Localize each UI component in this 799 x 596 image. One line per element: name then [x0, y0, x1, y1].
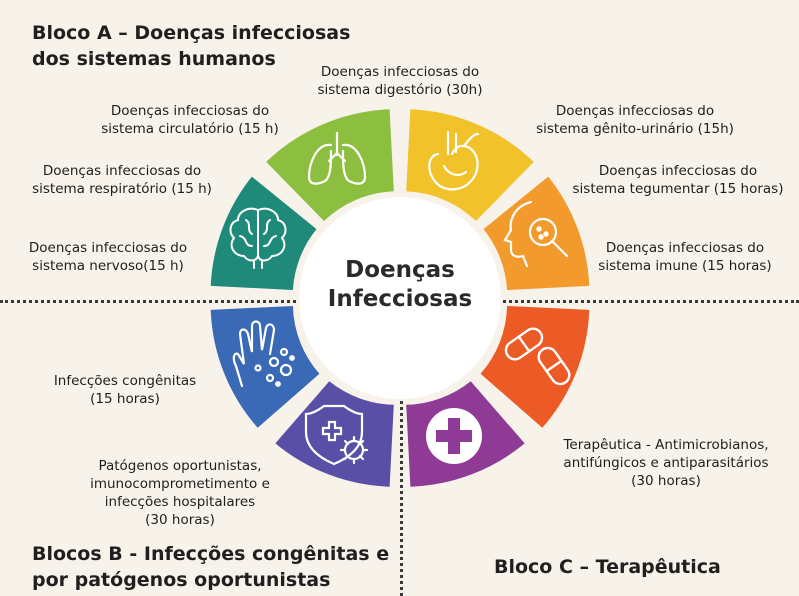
- label-respiratorio-line-2: sistema respiratório (15 h): [32, 181, 212, 197]
- label-circulatorio-line-1: Doenças infecciosas do: [110, 103, 270, 119]
- divider-vertical: [400, 300, 403, 596]
- block-b-line-2: por patógenos oportunistas: [32, 569, 331, 591]
- block-a-line-2: dos sistemas humanos: [32, 48, 276, 70]
- segment-blue: [210, 306, 320, 428]
- face-magnifier-icon: [503, 200, 569, 268]
- label-genito: Doenças infecciosas do sistema gênito-ur…: [520, 102, 750, 138]
- shield-virus-icon: [304, 404, 369, 466]
- label-oportunistas-line-2: imunocomprometimento e: [90, 476, 270, 492]
- block-b-title: Blocos B - Infecções congênitas e por pa…: [32, 541, 389, 593]
- label-tegumentar-line-1: Doenças infecciosas do: [598, 163, 758, 179]
- segments: [210, 109, 590, 487]
- label-terapeutica-line-3: (30 horas): [631, 473, 701, 489]
- label-tegumentar-line-2: sistema tegumentar (15 horas): [572, 181, 784, 197]
- block-c-title: Bloco C – Terapêutica: [494, 556, 721, 578]
- center-title-line-2: Infecciosas: [327, 286, 473, 312]
- block-b-line-1: Blocos B - Infecções congênitas e: [32, 543, 390, 565]
- brain-icon: [229, 207, 287, 269]
- label-respiratorio-line-1: Doenças infecciosas do: [42, 163, 202, 179]
- label-imune-line-2: sistema imune (15 horas): [598, 258, 772, 274]
- label-congenitas-line-2: (15 horas): [90, 391, 160, 407]
- center-disc: [299, 197, 501, 399]
- label-nervoso: Doenças infecciosas do sistema nervoso(1…: [8, 239, 208, 275]
- label-congenitas: Infecções congênitas (15 horas): [30, 372, 220, 408]
- label-oportunistas-line-3: infecções hospitalares: [104, 494, 256, 510]
- label-digestorio-line-1: Doenças infecciosas do: [320, 64, 480, 80]
- segment-yellow: [406, 109, 534, 221]
- hand-germs-icon: [232, 320, 295, 388]
- label-respiratorio: Doenças infecciosas do sistema respirató…: [12, 162, 232, 198]
- label-congenitas-line-1: Infecções congênitas: [53, 373, 197, 389]
- label-circulatorio: Doenças infecciosas do sistema circulató…: [80, 102, 300, 138]
- label-digestorio: Doenças infecciosas do sistema digestóri…: [300, 63, 500, 99]
- block-a-line-1: Bloco A – Doenças infecciosas: [32, 22, 351, 44]
- label-nervoso-line-1: Doenças infecciosas do: [28, 240, 188, 256]
- block-a-title: Bloco A – Doenças infecciosas dos sistem…: [32, 20, 350, 72]
- label-imune: Doenças infecciosas do sistema imune (15…: [580, 239, 790, 275]
- label-genito-line-2: sistema gênito-urinário (15h): [536, 121, 734, 137]
- medical-cross-icon: [426, 408, 482, 464]
- lungs-icon: [307, 131, 367, 185]
- label-circulatorio-line-2: sistema circulatório (15 h): [101, 121, 279, 137]
- segment-orange-light: [483, 176, 590, 290]
- label-terapeutica-line-2: antifúngicos e antiparasitários: [563, 455, 769, 471]
- center-title: Doenças Infecciosas: [320, 256, 480, 314]
- label-oportunistas: Patógenos oportunistas, imunocomprometim…: [60, 457, 300, 529]
- pills-icon: [504, 327, 571, 386]
- label-tegumentar: Doenças infecciosas do sistema tegumenta…: [560, 162, 796, 198]
- label-oportunistas-line-1: Patógenos oportunistas,: [98, 458, 262, 474]
- label-oportunistas-line-4: (30 horas): [145, 512, 215, 528]
- heart-icon: [428, 130, 480, 191]
- center-title-line-1: Doenças: [345, 257, 455, 283]
- label-digestorio-line-2: sistema digestório (30h): [317, 82, 483, 98]
- label-imune-line-1: Doenças infecciosas do: [605, 240, 765, 256]
- label-terapeutica: Terapêutica - Antimicrobianos, antifúngi…: [538, 436, 794, 490]
- label-terapeutica-line-1: Terapêutica - Antimicrobianos,: [563, 437, 769, 453]
- label-genito-line-1: Doenças infecciosas do: [555, 103, 715, 119]
- segment-red-orange: [480, 306, 590, 428]
- label-nervoso-line-2: sistema nervoso(15 h): [32, 258, 184, 274]
